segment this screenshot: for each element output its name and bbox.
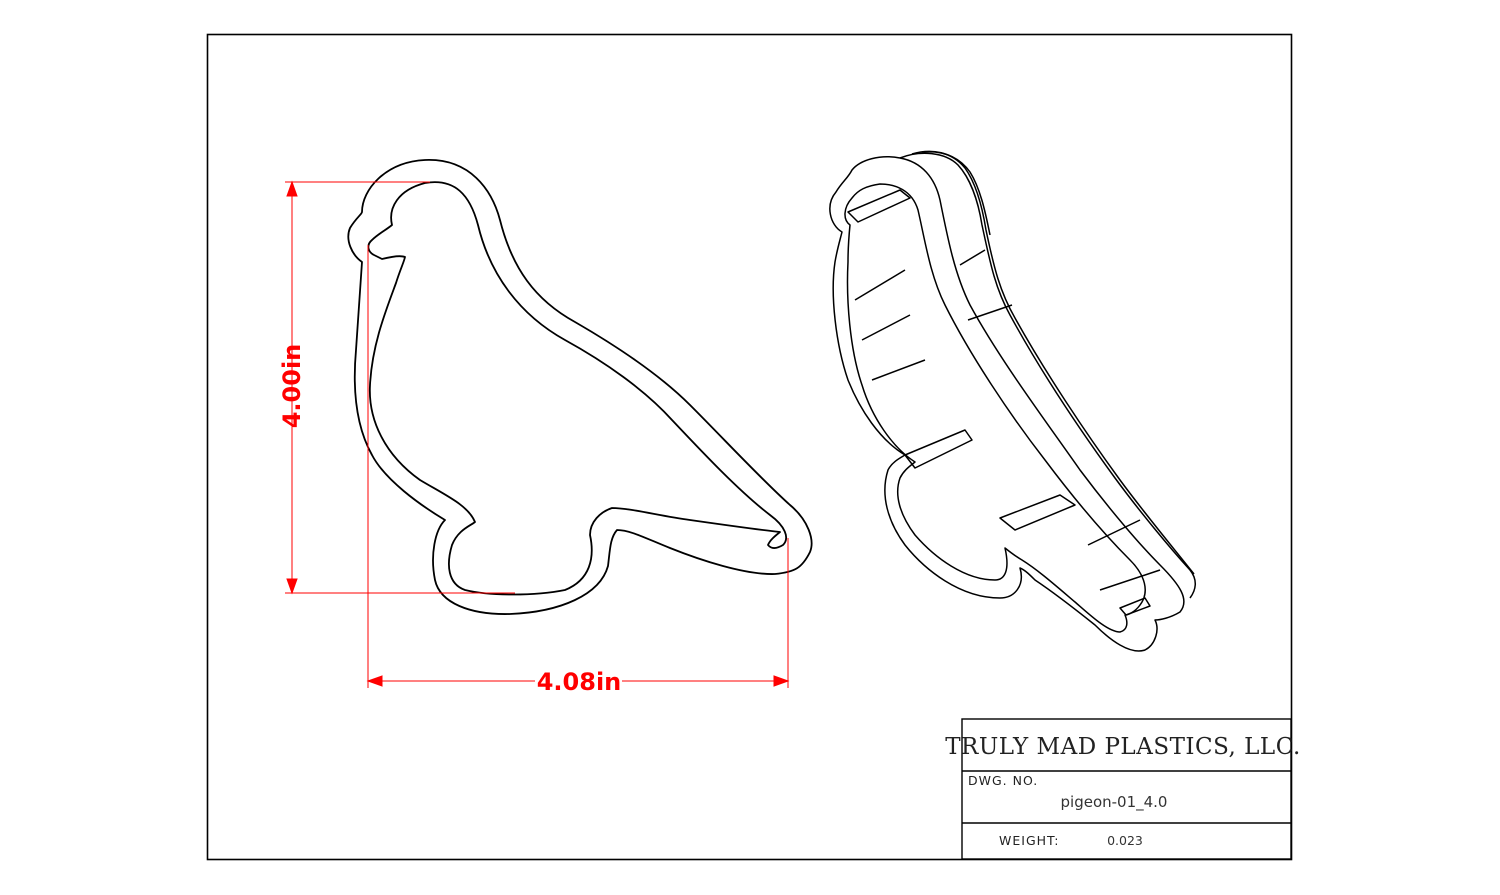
iso-back-wall-2: [911, 150, 1195, 575]
iso-back-wall-3: [921, 150, 991, 236]
pigeon-front-view: [347, 159, 813, 615]
iso-seg-7: [1099, 569, 1161, 591]
pigeon-inner-outline: [367, 181, 787, 596]
iso-seg-5: [967, 304, 1013, 321]
iso-breast-notch: [904, 429, 973, 469]
iso-seg-1: [854, 269, 906, 301]
iso-foot-notch: [999, 494, 1076, 531]
width-dimension-label: 4.08in: [537, 668, 622, 696]
iso-tail-notch: [1119, 597, 1151, 616]
title-block: [961, 718, 1292, 860]
height-dimension-label: 4.00in: [278, 344, 306, 429]
title-block-frame: [961, 718, 1292, 860]
iso-inner-rim: [844, 183, 1146, 633]
iso-head-notch: [847, 189, 911, 223]
iso-seg-3: [871, 359, 926, 381]
weight-label: WEIGHT:: [999, 833, 1060, 848]
weight-value: 0.023: [1107, 833, 1143, 848]
dwg-no-label: DWG. NO.: [968, 773, 1038, 788]
height-arrow-bottom: [286, 578, 298, 595]
height-arrow-top: [286, 180, 298, 197]
dimensions: [285, 180, 790, 688]
iso-seg-2: [861, 314, 911, 341]
width-arrow-left: [366, 675, 383, 687]
pigeon-iso-view: [829, 150, 1196, 652]
pigeon-outer-outline: [347, 159, 813, 615]
iso-back-wall: [899, 152, 1196, 599]
dwg-no-value: pigeon-01_4.0: [1061, 793, 1168, 812]
iso-seg-6: [1087, 519, 1141, 546]
sheet-border: [206, 33, 1293, 861]
company-name: TRULY MAD PLASTICS, LLC.: [945, 734, 1301, 760]
iso-seg-4: [959, 249, 986, 266]
width-arrow-right: [773, 675, 790, 687]
iso-outer-rim: [829, 156, 1185, 652]
